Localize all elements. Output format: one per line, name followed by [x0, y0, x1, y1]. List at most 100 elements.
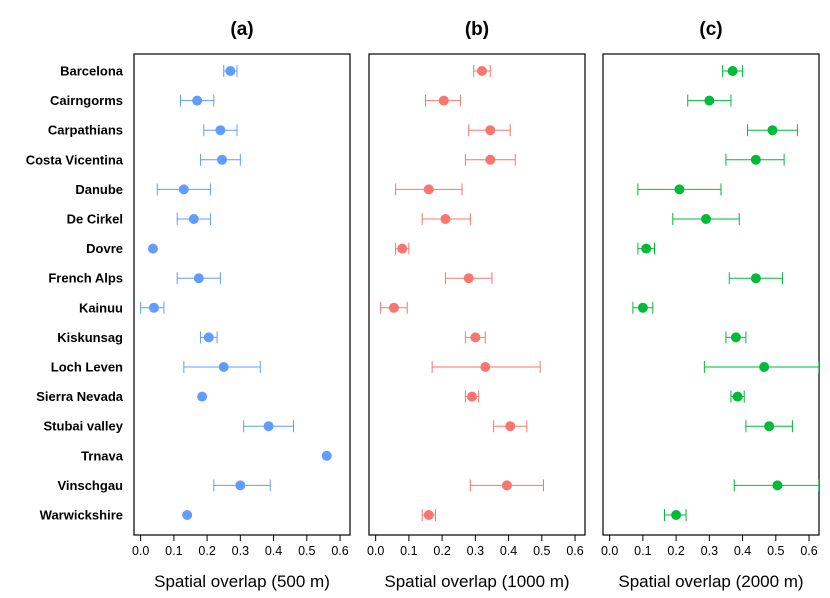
- site-label-stubai-valley: Stubai valley: [44, 419, 124, 434]
- data-point-barcelona: [476, 66, 487, 76]
- site-label-french-alps: French Alps: [48, 271, 123, 286]
- data-point-dovre: [147, 243, 158, 254]
- data-point-loch-leven: [759, 362, 770, 372]
- site-label-sierra-nevada: Sierra Nevada: [36, 389, 123, 404]
- data-layer: [632, 65, 819, 521]
- x-tick-label: 0.2: [667, 544, 684, 558]
- x-tick-label: 0.3: [701, 544, 718, 558]
- data-point-kiskunsag: [203, 332, 214, 343]
- data-point-vinschgau: [235, 480, 246, 491]
- x-tick-label: 0.5: [533, 544, 550, 558]
- data-point-loch-leven: [480, 362, 491, 372]
- data-point-dovre: [397, 243, 408, 254]
- panel-title: (a): [230, 19, 253, 40]
- site-label-dovre: Dovre: [86, 241, 123, 256]
- data-point-french-alps: [193, 273, 204, 284]
- site-label-barcelona: Barcelona: [60, 64, 124, 79]
- data-point-vinschgau: [501, 480, 512, 491]
- site-label-cairngorms: Cairngorms: [50, 93, 123, 108]
- plot-frame: [133, 53, 351, 536]
- site-label-kiskunsag: Kiskunsag: [57, 330, 123, 345]
- data-point-kiskunsag: [470, 332, 481, 343]
- x-tick-label: 0.4: [734, 544, 751, 558]
- data-point-kiskunsag: [730, 332, 741, 343]
- x-tick-label: 0.5: [767, 544, 784, 558]
- data-point-sierra-nevada: [197, 391, 208, 402]
- data-point-kainuu: [388, 302, 399, 313]
- site-label-de-cirkel: De Cirkel: [67, 212, 123, 227]
- plot-frame: [602, 53, 820, 536]
- x-axis-title: Spatial overlap (2000 m): [618, 572, 803, 591]
- x-tick-label: 0.1: [165, 544, 182, 558]
- site-label-trnava: Trnava: [81, 448, 124, 463]
- data-point-costa-vicentina: [750, 154, 761, 165]
- plot-frame: [368, 53, 586, 536]
- site-label-kainuu: Kainuu: [79, 300, 123, 315]
- x-tick-label: 0.4: [500, 544, 517, 558]
- data-point-trnava: [321, 450, 332, 461]
- data-point-barcelona: [225, 66, 236, 76]
- site-label-carpathians: Carpathians: [48, 123, 123, 138]
- data-point-cairngorms: [438, 95, 449, 106]
- x-tick-label: 0.1: [400, 544, 417, 558]
- data-point-carpathians: [485, 125, 496, 136]
- x-tick-label: 0.6: [800, 544, 817, 558]
- data-layer: [380, 65, 544, 521]
- data-point-barcelona: [727, 66, 738, 76]
- data-point-danube: [423, 184, 434, 195]
- data-point-cairngorms: [192, 95, 203, 106]
- data-point-carpathians: [767, 125, 778, 136]
- data-point-warwickshire: [671, 510, 682, 520]
- data-point-french-alps: [750, 273, 761, 284]
- data-point-de-cirkel: [440, 214, 451, 224]
- data-point-loch-leven: [218, 362, 229, 372]
- data-point-de-cirkel: [188, 214, 199, 224]
- x-tick-label: 0.0: [132, 544, 149, 558]
- data-point-warwickshire: [182, 510, 193, 520]
- site-label-warwickshire: Warwickshire: [40, 508, 123, 523]
- x-tick-label: 0.3: [232, 544, 249, 558]
- site-label-danube: Danube: [75, 182, 123, 197]
- x-tick-label: 0.5: [298, 544, 315, 558]
- data-point-french-alps: [463, 273, 474, 284]
- data-point-carpathians: [215, 125, 226, 136]
- data-point-sierra-nevada: [732, 391, 743, 402]
- x-tick-label: 0.1: [634, 544, 651, 558]
- data-point-stubai-valley: [764, 421, 775, 432]
- x-tick-label: 0.4: [265, 544, 282, 558]
- x-tick-label: 0.6: [566, 544, 583, 558]
- data-point-costa-vicentina: [217, 154, 228, 165]
- site-label-loch-leven: Loch Leven: [51, 360, 123, 375]
- x-tick-label: 0.2: [433, 544, 450, 558]
- data-point-kainuu: [148, 302, 159, 313]
- data-point-costa-vicentina: [485, 154, 496, 165]
- site-label-costa-vicentina: Costa Vicentina: [26, 152, 124, 167]
- data-point-stubai-valley: [263, 421, 274, 432]
- x-axis-title: Spatial overlap (500 m): [154, 572, 330, 591]
- x-axis-title: Spatial overlap (1000 m): [384, 572, 569, 591]
- data-point-stubai-valley: [505, 421, 516, 432]
- panel-title: (c): [699, 19, 722, 40]
- data-point-vinschgau: [772, 480, 783, 491]
- data-point-cairngorms: [704, 95, 715, 106]
- x-tick-label: 0.0: [367, 544, 384, 558]
- site-label-vinschgau: Vinschgau: [57, 478, 123, 493]
- data-point-dovre: [641, 243, 652, 254]
- x-tick-label: 0.6: [331, 544, 348, 558]
- x-tick-label: 0.0: [601, 544, 618, 558]
- data-point-danube: [178, 184, 189, 195]
- data-point-de-cirkel: [701, 214, 712, 224]
- panel-title: (b): [465, 19, 489, 40]
- data-point-warwickshire: [423, 510, 434, 520]
- data-layer: [140, 65, 332, 520]
- x-tick-label: 0.2: [198, 544, 215, 558]
- data-point-danube: [674, 184, 685, 195]
- x-tick-label: 0.3: [467, 544, 484, 558]
- data-point-sierra-nevada: [467, 391, 478, 402]
- data-point-kainuu: [637, 302, 648, 313]
